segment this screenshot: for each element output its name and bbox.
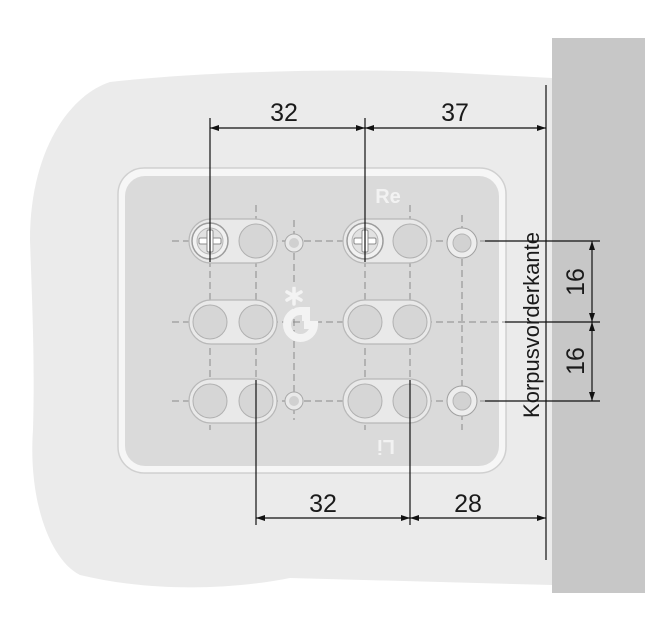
dimension-label-top-right: 37 [441,99,469,127]
slot-hole-left-middle [188,299,278,345]
cabinet-front-edge-label: Korpusvorderkante [519,232,544,418]
dimension-label-bottom-left: 32 [309,490,337,518]
dimension-arrows [210,125,595,521]
plate-mark-right: Re [375,186,401,208]
dimension-label-top-left: 32 [270,99,298,127]
dimension-label-right-upper: 16 [562,268,590,296]
grass-g-logo-icon [283,286,319,342]
dimension-label-bottom-right: 28 [454,490,482,518]
slot-hole-right-bottom [342,378,432,424]
slot-hole-right-middle [342,299,432,345]
mounting-plate [117,167,507,474]
slot-hole-left-bottom [188,378,278,424]
dimension-label-right-lower: 16 [562,347,590,375]
plate-mark-left: Li [377,435,395,457]
small-holes [284,227,478,417]
dimension-lines [209,85,600,560]
cabinet-side-panel [552,38,645,593]
